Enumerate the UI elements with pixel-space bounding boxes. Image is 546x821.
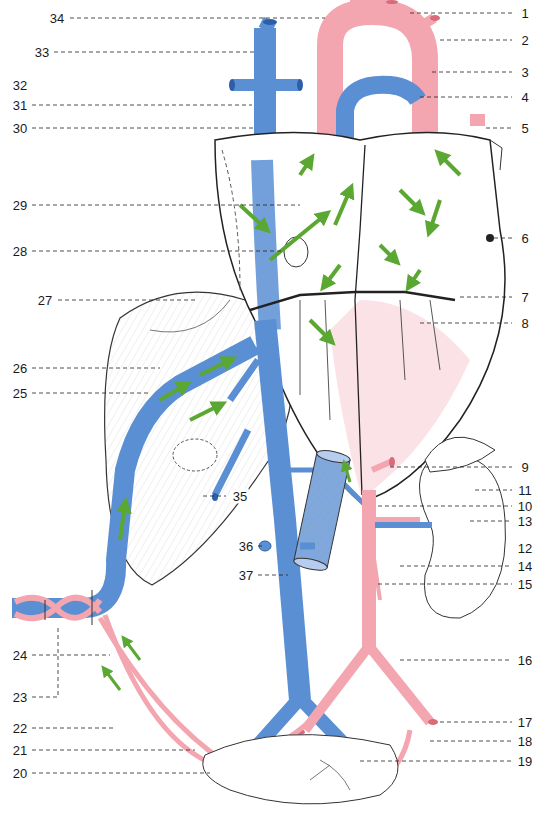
callout-number: 4: [519, 90, 530, 105]
callout-number: 17: [516, 715, 534, 730]
callout-number: 35: [231, 489, 249, 504]
callout-number: 15: [516, 577, 534, 592]
callout-number: 33: [33, 45, 51, 60]
callout-number: 24: [11, 648, 29, 663]
callout-number: 8: [519, 316, 530, 331]
callout-number: 25: [11, 386, 29, 401]
callout-number: 29: [11, 198, 29, 213]
callout-number: 13: [516, 514, 534, 529]
callout-number: 3: [519, 65, 530, 80]
callout-number: 36: [237, 539, 255, 554]
callout-number: 34: [48, 11, 66, 26]
callout-number: 23: [11, 690, 29, 705]
callout-number: 7: [519, 290, 530, 305]
callout-number: 18: [516, 734, 534, 749]
callout-number: 26: [11, 361, 29, 376]
callout-number: 37: [237, 568, 255, 583]
callout-number: 22: [11, 721, 29, 736]
callout-number: 21: [11, 743, 29, 758]
callout-number: 12: [516, 541, 534, 556]
callout-number: 2: [519, 33, 530, 48]
callout-number: 32: [11, 78, 29, 93]
callout-number: 28: [11, 244, 29, 259]
callout-number: 19: [516, 754, 534, 769]
callout-number: 31: [11, 98, 29, 113]
callout-number: 20: [11, 766, 29, 781]
callout-number: 11: [516, 483, 534, 498]
callout-number: 14: [516, 559, 534, 574]
callout-number: 9: [519, 460, 530, 475]
callout-number: 30: [11, 121, 29, 136]
callout-number: 10: [516, 499, 534, 514]
callout-number: 16: [516, 653, 534, 668]
callout-number: 5: [519, 121, 530, 136]
callout-number: 1: [519, 6, 530, 21]
callout-number: 27: [36, 293, 54, 308]
callout-number: 6: [519, 231, 530, 246]
